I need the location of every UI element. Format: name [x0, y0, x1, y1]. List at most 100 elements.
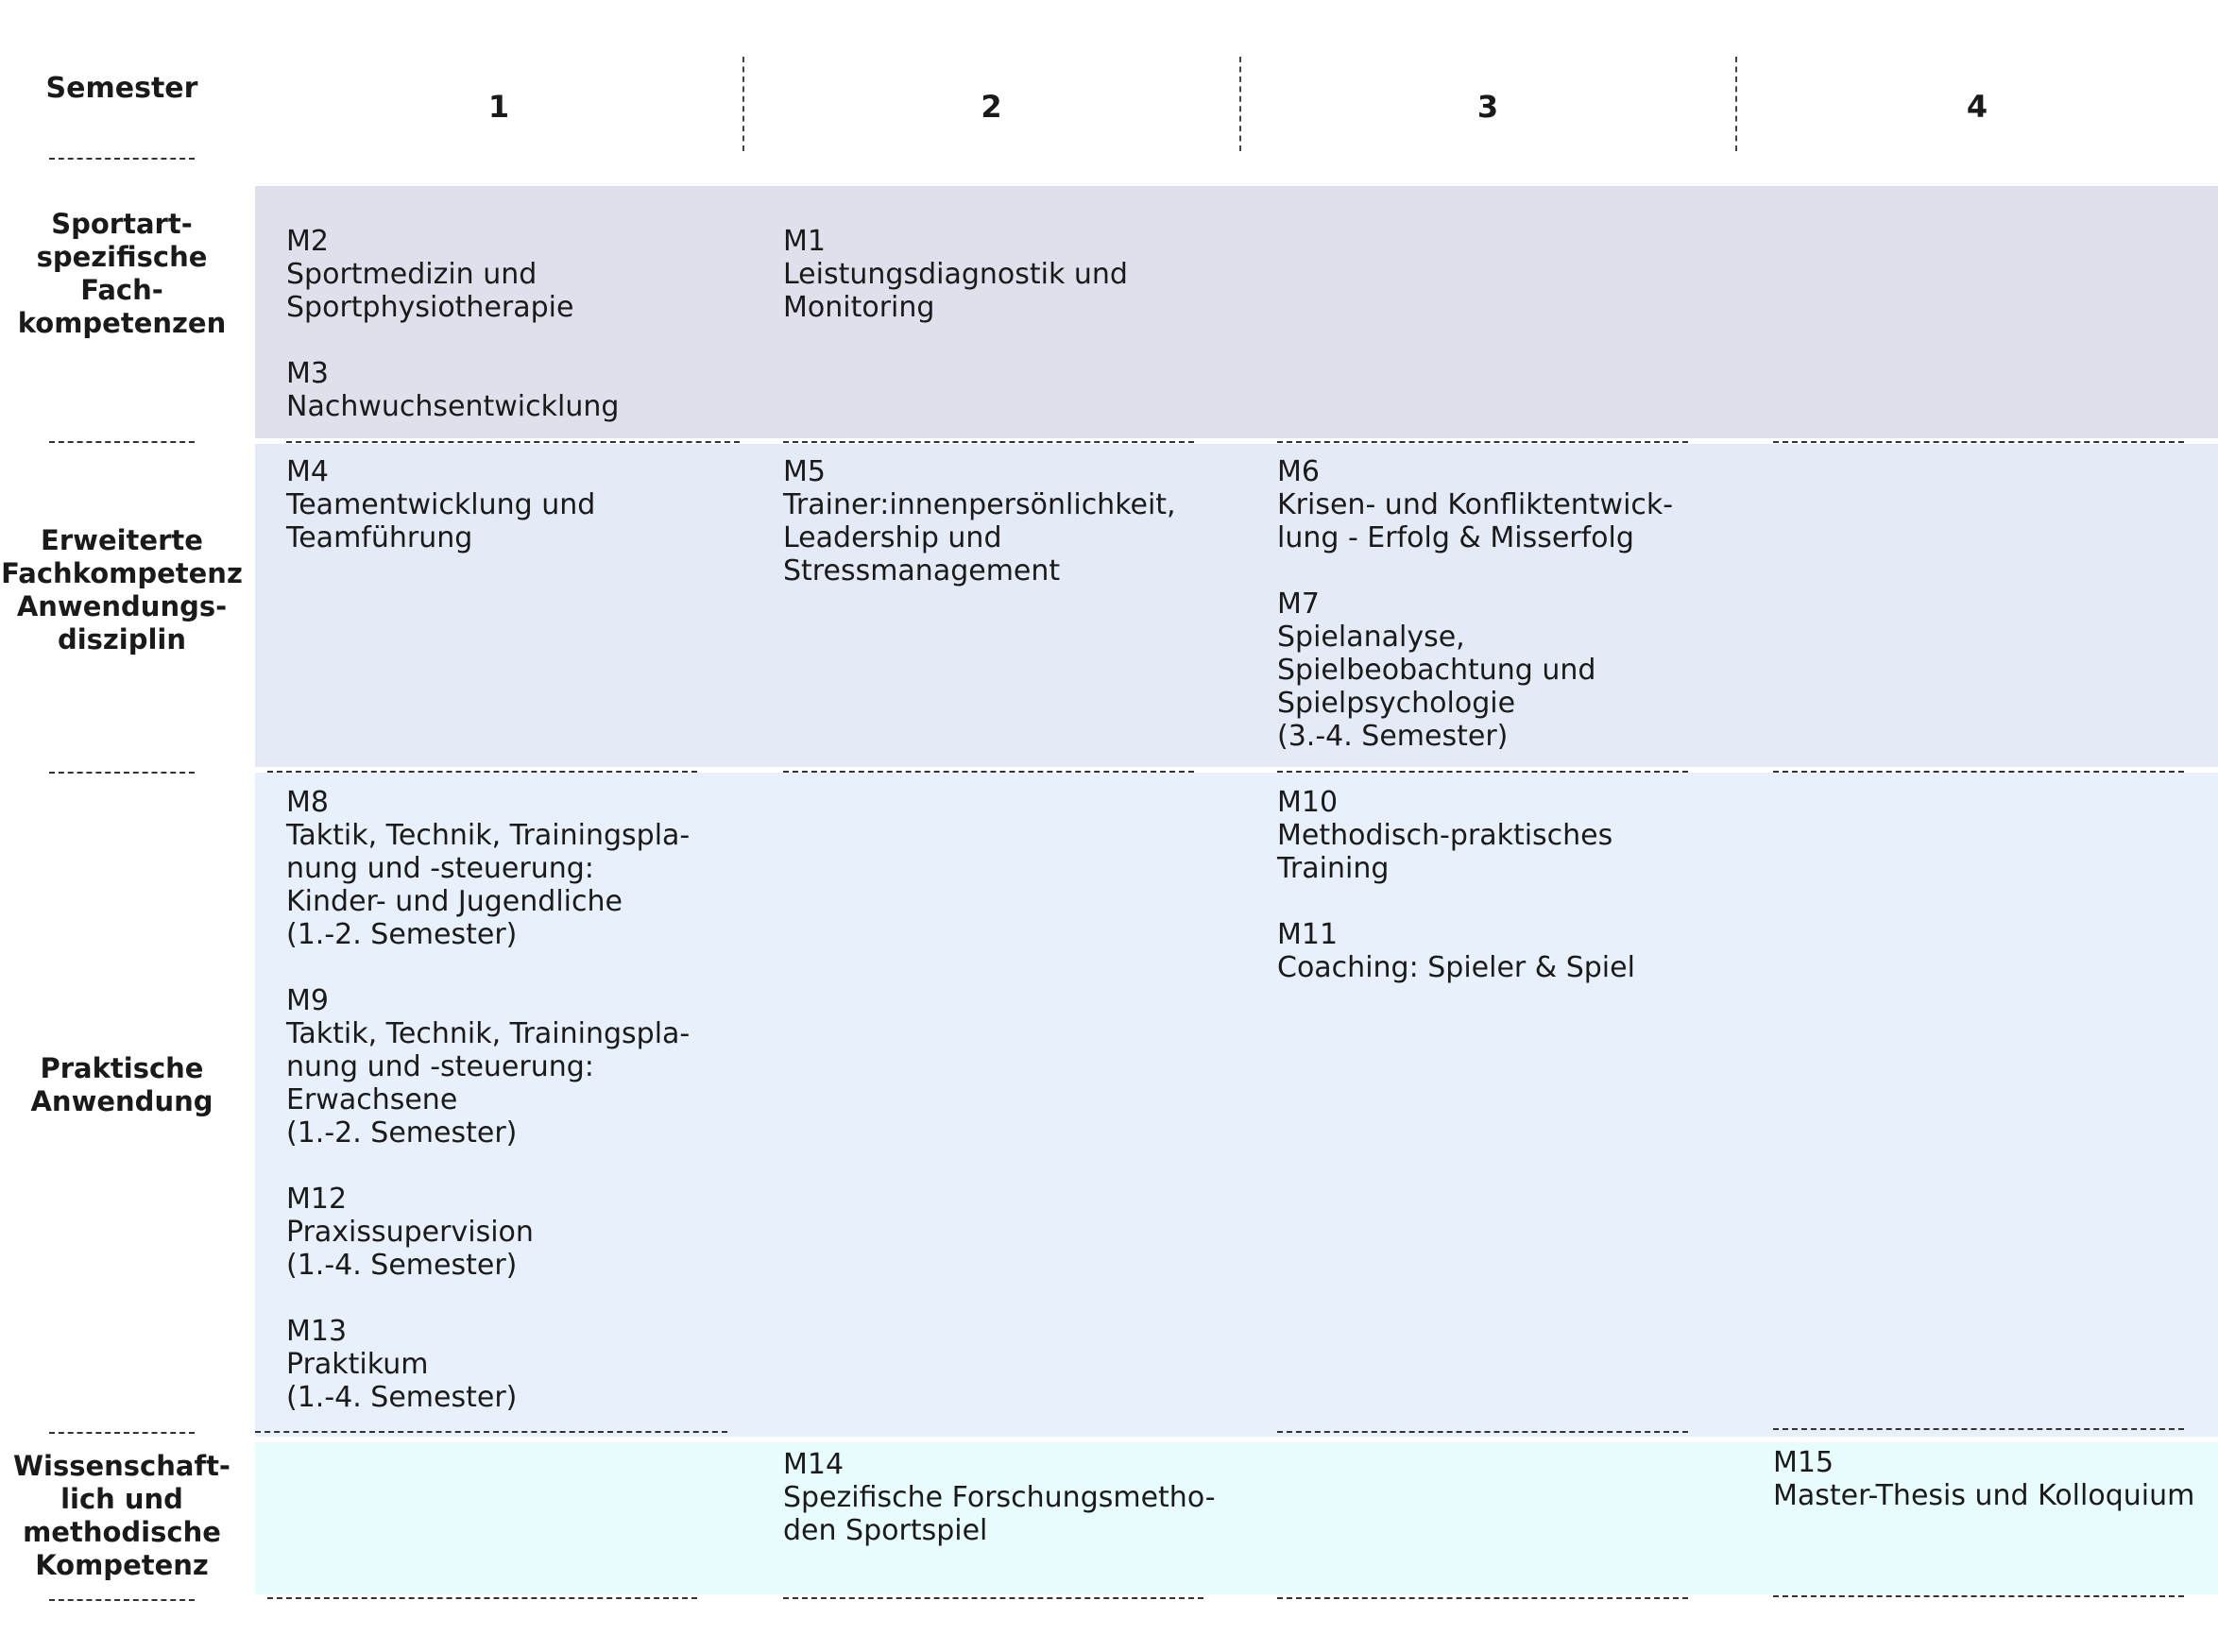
module-title-line: Leadership und — [783, 521, 1002, 554]
module-m2: M2 Sportmedizin und Sportphysiotherapie — [286, 225, 619, 324]
row-separator — [1277, 1431, 1688, 1433]
row-label-line: Anwendung — [30, 1085, 213, 1117]
module-code: M3 — [286, 357, 329, 390]
column-divider — [1735, 57, 1737, 151]
module-title-line: nung und -steuerung: — [286, 852, 594, 885]
module-title-line: (1.-4. Semester) — [286, 1381, 518, 1414]
row-label-line: Fach- — [80, 274, 163, 306]
module-title-line: Sportmedizin und — [286, 258, 537, 291]
row-separator — [783, 1597, 1203, 1599]
module-m13: M13 Praktikum (1.-4. Semester) — [286, 1315, 690, 1414]
label-separator — [49, 1599, 195, 1601]
semester-4-heading: 4 — [1966, 89, 1988, 125]
module-title-line: Teamführung — [286, 521, 473, 554]
cell-r2-s2: M5 Trainer:innenpersönlichkeit, Leadersh… — [783, 455, 1176, 588]
module-title-line: Praktikum — [286, 1348, 429, 1381]
module-title-line: Taktik, Technik, Trainingspla- — [286, 819, 691, 852]
module-m10: M10 Methodisch-praktisches Training — [1277, 786, 1635, 885]
module-title-line: Master-Thesis und Kolloquium — [1773, 1479, 2195, 1512]
module-m14: M14 Spezifische Forschungsmetho- den Spo… — [783, 1448, 1216, 1547]
column-divider — [742, 57, 744, 151]
row-label-line: lich und — [60, 1483, 183, 1515]
cell-r3-s3: M10 Methodisch-praktisches Training M11 … — [1277, 786, 1635, 984]
row-label-line: kompetenzen — [17, 307, 227, 339]
cell-r3-s1: M8 Taktik, Technik, Trainingspla- nung u… — [286, 786, 690, 1414]
row-separator — [267, 771, 697, 773]
row-separator — [267, 1597, 697, 1599]
module-title-line: Krisen- und Konfliktentwick- — [1277, 488, 1674, 521]
semester-header-label: Semester — [45, 72, 198, 105]
module-title-line: Spezifische Forschungsmetho- — [783, 1481, 1216, 1514]
module-title-line: Spielanalyse, — [1277, 621, 1465, 654]
column-divider — [1239, 57, 1241, 151]
cell-r4-s4: M15 Master-Thesis und Kolloquium — [1773, 1446, 2194, 1512]
row-label-line: Sportart- — [51, 208, 193, 240]
semester-1-heading: 1 — [487, 89, 510, 125]
module-code: M11 — [1277, 918, 1339, 951]
cell-r1-s1: M2 Sportmedizin und Sportphysiotherapie … — [286, 225, 619, 423]
module-m15: M15 Master-Thesis und Kolloquium — [1773, 1446, 2194, 1512]
row-band-wissenschaft — [255, 1442, 2218, 1594]
row-separator — [1773, 1595, 2184, 1597]
label-separator — [49, 158, 195, 160]
module-title-line: (1.-4. Semester) — [286, 1249, 518, 1282]
row-label-erweiterte: Erweiterte Fachkompetenz Anwendungs- dis… — [0, 524, 244, 656]
module-title-line: (1.-2. Semester) — [286, 918, 518, 951]
module-code: M13 — [286, 1315, 348, 1348]
module-code: M1 — [783, 225, 826, 258]
row-separator — [255, 1431, 727, 1433]
row-band-erweiterte — [255, 444, 2218, 767]
cell-r2-s3: M6 Krisen- und Konfliktentwick- lung - E… — [1277, 455, 1673, 753]
module-title-line: Sportphysiotherapie — [286, 291, 574, 324]
row-band-sportart — [255, 186, 2218, 438]
module-title-line: Spielbeobachtung und — [1277, 654, 1596, 687]
module-code: M12 — [286, 1183, 348, 1216]
module-code: M6 — [1277, 455, 1320, 488]
module-title-line: Methodisch-praktisches — [1277, 819, 1613, 852]
row-label-line: Wissenschaft- — [13, 1450, 230, 1482]
row-separator — [1773, 441, 2184, 443]
row-label-line: disziplin — [57, 623, 187, 656]
module-m12: M12 Praxissupervision (1.-4. Semester) — [286, 1183, 690, 1282]
module-m6: M6 Krisen- und Konfliktentwick- lung - E… — [1277, 455, 1673, 554]
module-title-line: lung - Erfolg & Misserfolg — [1277, 521, 1634, 554]
row-label-sportart: Sportart- spezifische Fach- kompetenzen — [0, 208, 244, 340]
module-title-line: Praxissupervision — [286, 1216, 534, 1249]
row-label-line: methodische — [23, 1516, 221, 1548]
module-m1: M1 Leistungsdiagnostik und Monitoring — [783, 225, 1128, 324]
cell-r4-s2: M14 Spezifische Forschungsmetho- den Spo… — [783, 1448, 1216, 1547]
module-m11: M11 Coaching: Spieler & Spiel — [1277, 918, 1635, 984]
module-title-line: Training — [1277, 852, 1390, 885]
row-separator — [783, 771, 1194, 773]
row-label-praktische: Praktische Anwendung — [0, 1052, 244, 1118]
cell-r1-s2: M1 Leistungsdiagnostik und Monitoring — [783, 225, 1128, 324]
semester-3-heading: 3 — [1476, 89, 1499, 125]
label-separator — [49, 1432, 195, 1434]
module-title-line: Taktik, Technik, Trainingspla- — [286, 1017, 691, 1050]
row-separator — [1277, 441, 1688, 443]
row-separator — [1773, 1428, 2184, 1430]
row-separator — [783, 441, 1194, 443]
module-title-line: Nachwuchsentwicklung — [286, 390, 620, 423]
row-separator — [286, 441, 740, 443]
module-title-line: (3.-4. Semester) — [1277, 720, 1509, 753]
module-title-line: Erwachsene — [286, 1083, 458, 1116]
module-title-line: den Sportspiel — [783, 1514, 988, 1547]
row-label-wissenschaft: Wissenschaft- lich und methodische Kompe… — [0, 1450, 244, 1582]
module-code: M10 — [1277, 786, 1339, 819]
row-label-line: spezifische — [36, 241, 208, 273]
module-m7: M7 Spielanalyse, Spielbeobachtung und Sp… — [1277, 588, 1673, 753]
semester-2-heading: 2 — [981, 89, 1002, 125]
module-code: M8 — [286, 786, 329, 819]
module-code: M4 — [286, 455, 329, 488]
module-m8: M8 Taktik, Technik, Trainingspla- nung u… — [286, 786, 690, 951]
module-title-line: Stressmanagement — [783, 554, 1061, 588]
module-title-line: Monitoring — [783, 291, 935, 324]
module-title-line: Teamentwicklung und — [286, 488, 596, 521]
module-title-line: Trainer:innenpersönlichkeit, — [783, 488, 1176, 521]
module-m9: M9 Taktik, Technik, Trainingspla- nung u… — [286, 984, 690, 1150]
module-code: M7 — [1277, 588, 1320, 621]
module-title-line: Leistungsdiagnostik und — [783, 258, 1128, 291]
module-title-line: Spielpsychologie — [1277, 687, 1516, 720]
module-m4: M4 Teamentwicklung und Teamführung — [286, 455, 595, 554]
